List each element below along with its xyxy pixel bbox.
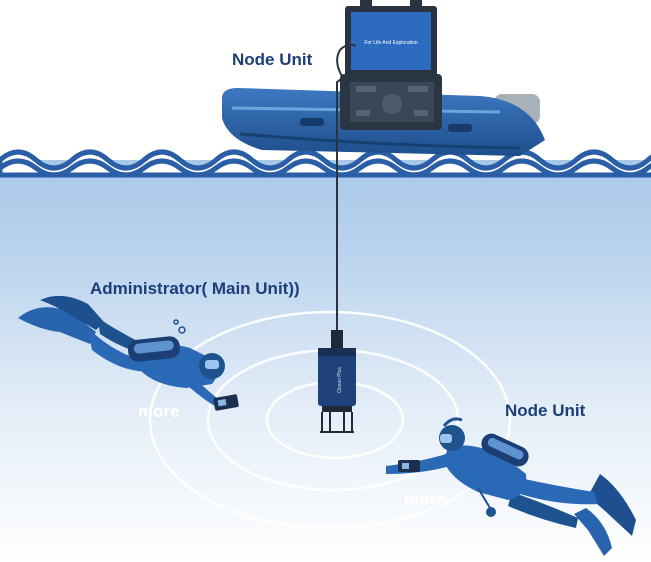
handheld-radio-icon	[213, 394, 239, 411]
handheld-radio-icon	[398, 460, 420, 472]
more-label-left: more	[138, 402, 180, 421]
diver-icon	[18, 295, 225, 408]
node-unit-label-diver: Node Unit	[505, 401, 586, 420]
wave-line-back	[0, 149, 651, 178]
more-label-right: more	[404, 490, 446, 509]
tether-cable	[336, 43, 357, 330]
buoy-side-text: Ocean Plus	[337, 367, 343, 393]
wave-line-front	[0, 158, 651, 178]
sonar-buoy-icon: Ocean Plus	[318, 330, 356, 433]
range-ring-outer	[148, 310, 512, 530]
administrator-label: Administrator( Main Unit))	[90, 279, 300, 298]
laptop-screen-text: For Life And Exploration	[364, 40, 418, 46]
laptop-case-icon: For Life And Exploration	[340, 0, 442, 130]
node-unit-label-boat: Node Unit	[232, 50, 313, 69]
